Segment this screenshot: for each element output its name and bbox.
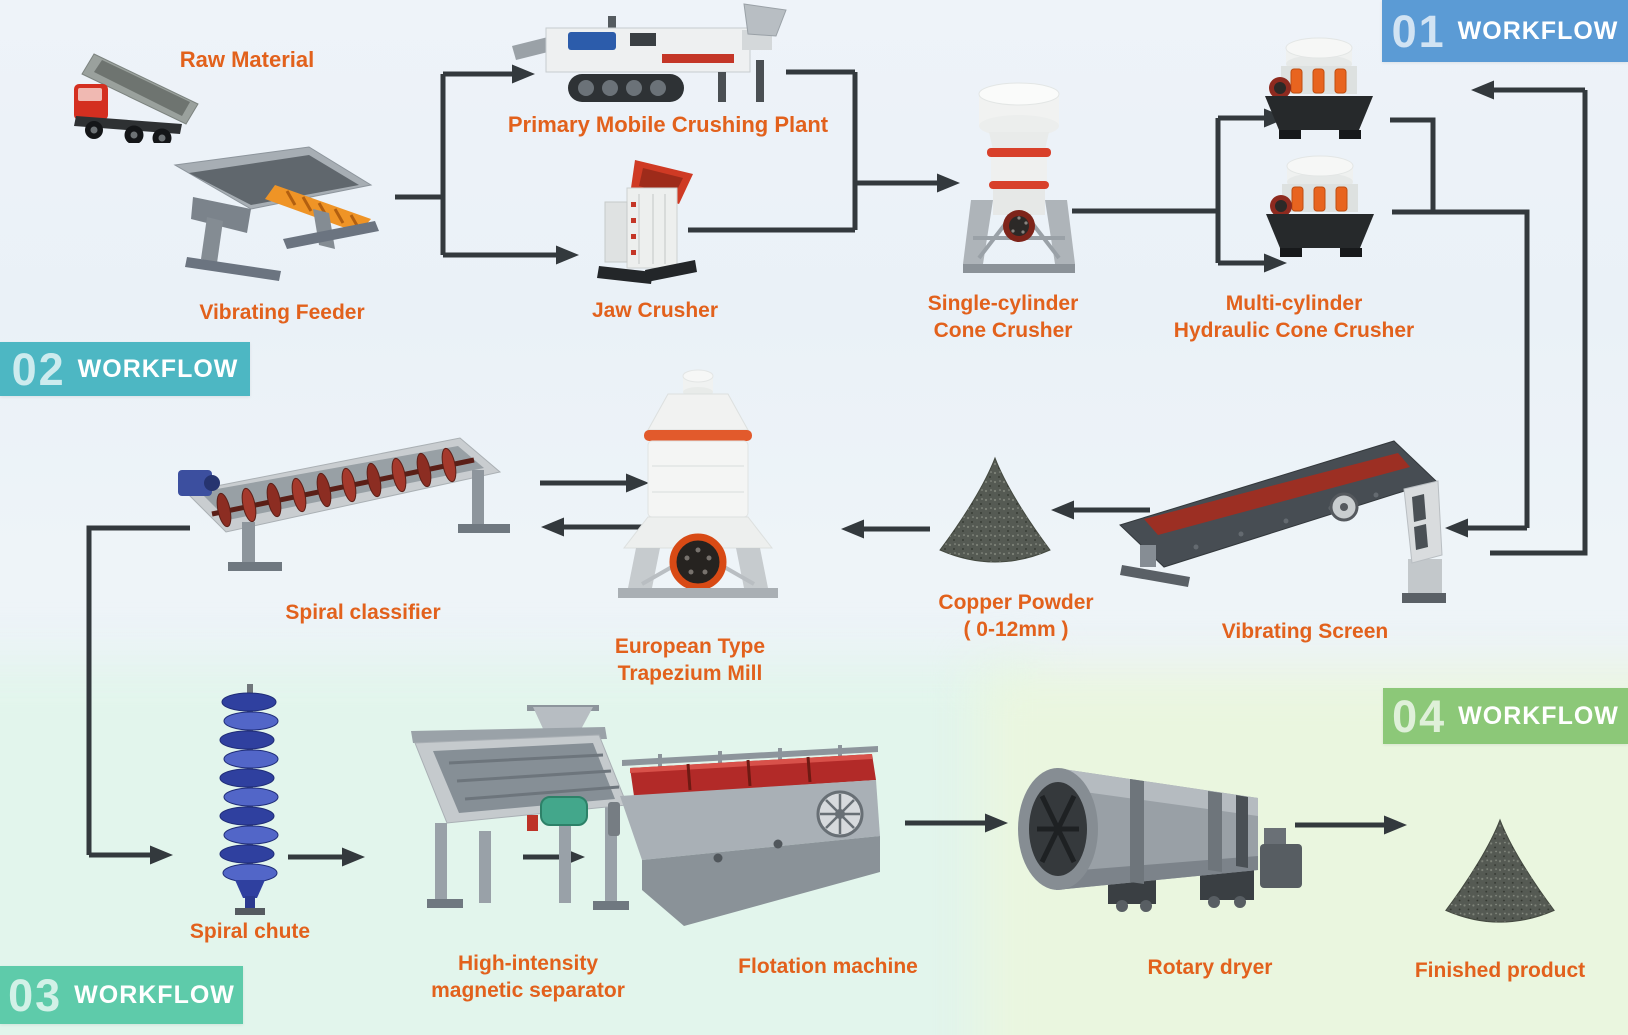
label-line: Copper Powder bbox=[938, 591, 1094, 614]
label-single-cylinder-cone-crusher: Single-cylinder Cone Crusher bbox=[928, 290, 1079, 344]
jaw-crusher-illustration bbox=[597, 158, 700, 286]
workflow-01-badge: 01 WORKFLOW bbox=[1382, 0, 1628, 62]
label-line: High-intensity bbox=[458, 952, 598, 975]
workflow-04-label: WORKFLOW bbox=[1458, 701, 1619, 730]
label-flotation-machine: Flotation machine bbox=[738, 955, 918, 978]
flotation-machine-illustration bbox=[588, 740, 910, 936]
label-line: Trapezium Mill bbox=[617, 662, 763, 685]
trapezium-mill-illustration bbox=[608, 366, 793, 618]
workflow-03-number: 03 bbox=[8, 969, 63, 1021]
workflow-04-badge: 04 WORKFLOW bbox=[1383, 688, 1628, 744]
rotary-dryer-illustration bbox=[1012, 748, 1312, 918]
label-multi-cylinder-cone-crusher: Multi-cylinder Hydraulic Cone Crusher bbox=[1174, 290, 1414, 344]
label-rotary-dryer: Rotary dryer bbox=[1147, 956, 1273, 979]
workflow-03-badge: 03 WORKFLOW bbox=[0, 966, 243, 1024]
label-finished-product: Finished product bbox=[1414, 959, 1586, 982]
label-vibrating-screen: Vibrating Screen bbox=[1221, 620, 1389, 643]
single-cylinder-cone-crusher-illustration bbox=[963, 78, 1075, 283]
label-spiral-classifier: Spiral classifier bbox=[285, 601, 441, 624]
label-line: Single-cylinder bbox=[927, 292, 1079, 315]
label-line: Hydraulic Cone Crusher bbox=[1173, 319, 1415, 342]
label-line: magnetic separator bbox=[431, 979, 625, 1002]
label-magnetic-separator: High-intensity magnetic separator bbox=[431, 950, 625, 1004]
workflow-01-label: WORKFLOW bbox=[1457, 16, 1619, 45]
label-vibrating-feeder: Vibrating Feeder bbox=[199, 301, 365, 324]
label-line: European Type bbox=[614, 635, 766, 658]
mobile-crushing-plant-illustration bbox=[512, 0, 790, 112]
label-raw-material: Raw Material bbox=[179, 47, 315, 72]
vibrating-feeder-illustration bbox=[163, 133, 391, 281]
label-line: Multi-cylinder bbox=[1225, 292, 1363, 315]
label-line: ( 0-12mm ) bbox=[963, 618, 1069, 641]
finished-product-pile-illustration bbox=[1436, 814, 1564, 932]
spiral-chute-illustration bbox=[211, 684, 289, 918]
label-jaw-crusher: Jaw Crusher bbox=[591, 299, 719, 322]
workflow-04-number: 04 bbox=[1392, 690, 1447, 742]
workflow-02-number: 02 bbox=[11, 343, 66, 395]
spiral-classifier-illustration bbox=[176, 426, 510, 574]
label-spiral-chute: Spiral chute bbox=[189, 920, 311, 943]
workflow-02-label: WORKFLOW bbox=[77, 354, 239, 383]
workflow-03-label: WORKFLOW bbox=[74, 980, 235, 1009]
multi-cylinder-cone-crusher-bottom-illustration bbox=[1254, 154, 1393, 268]
label-copper-powder: Copper Powder ( 0-12mm ) bbox=[938, 589, 1093, 643]
multi-cylinder-cone-crusher-top-illustration bbox=[1253, 36, 1392, 150]
workflow-01-number: 01 bbox=[1391, 5, 1446, 57]
label-european-trapezium-mill: European Type Trapezium Mill bbox=[615, 633, 765, 687]
vibrating-screen-illustration bbox=[1106, 425, 1446, 611]
label-line: Cone Crusher bbox=[933, 319, 1073, 342]
label-primary-mobile-crushing-plant: Primary Mobile Crushing Plant bbox=[507, 112, 829, 137]
copper-powder-pile-illustration bbox=[930, 452, 1060, 572]
workflow-02-badge: 02 WORKFLOW bbox=[0, 342, 250, 396]
